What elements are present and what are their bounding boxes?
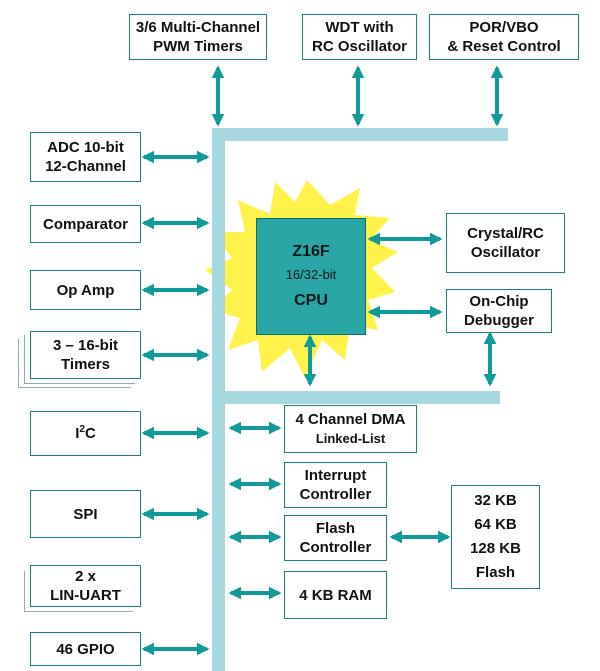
timers-stack-edge-1 [18,339,131,388]
uart-block: 2 x LIN-UART [30,565,141,607]
i2c-block: I2C [30,411,141,456]
timers-line-2: Timers [61,356,110,373]
gpio-label: 46 GPIO [56,640,115,658]
i2c-base: I [75,425,80,442]
uart-line-1: 2 x [75,568,96,585]
ram-label: 4 KB RAM [299,586,372,604]
opamp-block: Op Amp [30,270,141,310]
interrupt-line-2: Controller [299,486,372,503]
por-block: POR/VBO & Reset Control [429,14,579,60]
comparator-block: Comparator [30,205,141,243]
debugger-line-1: On-Chip [469,293,529,310]
crystal-line-2: Oscillator [470,244,541,261]
crystal-oscillator-block: Crystal/RC Oscillator [446,213,565,273]
comparator-label: Comparator [42,215,128,233]
cpu-label: CPU [294,292,328,309]
uart-stack-edge-1 [24,571,133,612]
adc-line-1: ADC 10-bit [47,139,124,156]
flash-controller-line-2: Controller [299,539,372,556]
wdt-line-2: RC Oscillator [311,38,408,55]
flash-label: Flash [475,564,516,581]
flash-memory-block: 32 KB 64 KB 128 KB Flash [451,485,540,589]
dma-block: 4 Channel DMA Linked-List [284,405,417,453]
bus-top [212,128,508,141]
pwm-line-2: PWM Timers [153,38,243,55]
cpu-block: Z16F 16/32-bit CPU [256,218,366,335]
wdt-block: WDT with RC Oscillator [302,14,417,60]
timers-stack-edge-2 [24,335,135,384]
cpu-name: Z16F [292,243,330,260]
flash-controller-line-1: Flash [315,520,356,537]
bus-middle [212,391,500,404]
flash-size-32kb: 32 KB [474,492,517,509]
flash-size-64kb: 64 KB [474,516,517,533]
interrupt-line-1: Interrupt [304,467,367,484]
i2c-tail: C [84,425,96,442]
debugger-line-2: Debugger [463,312,534,329]
dma-line-1: 4 Channel DMA [295,411,406,428]
flash-size-128kb: 128 KB [470,540,521,557]
i2c-superscript: 2 [79,424,85,435]
spi-label: SPI [73,505,98,523]
adc-block: ADC 10-bit 12-Channel [30,132,141,182]
i2c-label: I2C [75,424,96,443]
cpu-bits: 16/32-bit [285,267,337,282]
por-line-2: & Reset Control [447,38,561,55]
spi-block: SPI [30,490,141,538]
timers-line-1: 3 – 16-bit [52,337,119,354]
crystal-line-1: Crystal/RC [467,225,544,242]
gpio-block: 46 GPIO [30,632,141,666]
por-line-1: POR/VBO [469,19,539,36]
dma-line-2: Linked-List [315,431,386,446]
adc-line-2: 12-Channel [45,158,126,175]
wdt-line-1: WDT with [325,19,394,36]
opamp-label: Op Amp [56,281,115,299]
uart-line-2: LIN-UART [50,587,121,604]
ram-block: 4 KB RAM [284,571,387,619]
pwm-line-1: 3/6 Multi-Channel [135,19,261,36]
